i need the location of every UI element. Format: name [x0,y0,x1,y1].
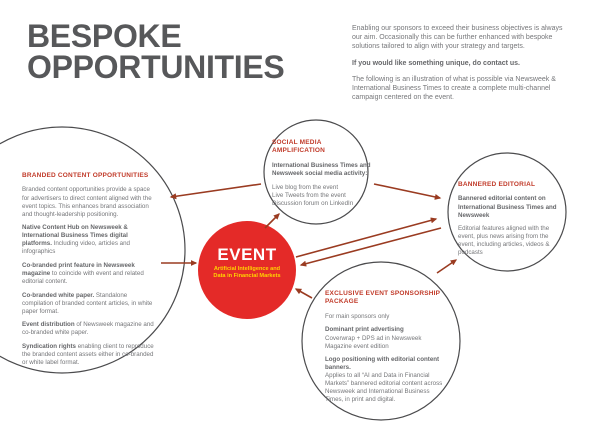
intro-text: Enabling our sponsors to exceed their bu… [352,24,568,110]
exclusive-item: Dominant print advertising Coverwrap + D… [325,326,422,350]
page-title: BESPOKE OPPORTUNITIES [27,18,285,86]
intro-paragraph-1: Enabling our sponsors to exceed their bu… [352,25,563,51]
branded-content-node: BRANDED CONTENT OPPORTUNITIES Branded co… [22,172,156,373]
page-title-line2: OPPORTUNITIES [27,49,285,86]
exclusive-circle [301,261,461,421]
social-circle [263,119,369,225]
social-activity-list: Live blog from the event Live Tweets fro… [272,184,372,208]
social-line: Live blog from the event [272,183,339,191]
bannered-heading: BANNERED EDITORIAL [458,181,536,188]
branded-item: Co-branded print feature in Newsweek mag… [22,261,144,286]
page-title-line1: BESPOKE [27,18,182,54]
social-line: Live Tweets from the event [272,191,346,199]
arrow-exclusive-to-event [294,288,313,299]
branded-circle [0,126,186,374]
event-title: EVENT [217,245,277,264]
arrow-exclusive-to-bannered [436,259,458,274]
intro-paragraph-2: The following is an illustration of what… [352,75,556,102]
exclusive-sponsorship-node: EXCLUSIVE EVENT SPONSORSHIP PACKAGE For … [325,290,446,410]
exclusive-item: Logo positioning with editorial content … [325,356,443,404]
arrow-event-to-bannered [295,217,438,258]
arrow-social-to-bannered [373,183,442,200]
event-node-label: EVENT Artificial Intelligence and Data i… [197,245,297,280]
arrow-bannered-to-event [299,227,442,267]
arrow-event-to-social [264,213,280,229]
bannered-editorial-node: BANNERED EDITORIAL Bannered editorial co… [458,181,562,263]
branded-item: Event distribution of Newsweek magazine … [22,321,154,337]
event-subtitle: Artificial Intelligence and Data in Fina… [213,265,281,279]
branded-item: Native Content Hub on Newsweek & Interna… [22,224,130,256]
branded-item: Co-branded white paper. Standalone compi… [22,291,153,315]
exclusive-heading: EXCLUSIVE EVENT SPONSORSHIP PACKAGE [325,290,441,306]
bannered-circle [447,152,567,272]
branded-intro: Branded content opportunities provide a … [22,186,152,218]
bannered-lead: Bannered editorial content on Internatio… [458,195,557,219]
intro-contact-line: If you would like something unique, do c… [352,59,521,67]
event-circle [198,221,296,319]
bannered-body: Editorial features aligned with the even… [458,225,550,257]
social-media-node: SOCIAL MEDIA AMPLIFICATION International… [272,139,372,213]
social-heading: SOCIAL MEDIA AMPLIFICATION [272,139,326,155]
arrow-social-to-branded [169,183,262,200]
branded-heading: BRANDED CONTENT OPPORTUNITIES [22,172,149,179]
social-lead: International Business Times and Newswee… [272,161,371,177]
branded-item: Syndication rights enabling client to re… [22,342,154,367]
exclusive-intro: For main sponsors only [325,312,390,320]
social-line: Discussion forum on LinkedIn [272,199,354,207]
